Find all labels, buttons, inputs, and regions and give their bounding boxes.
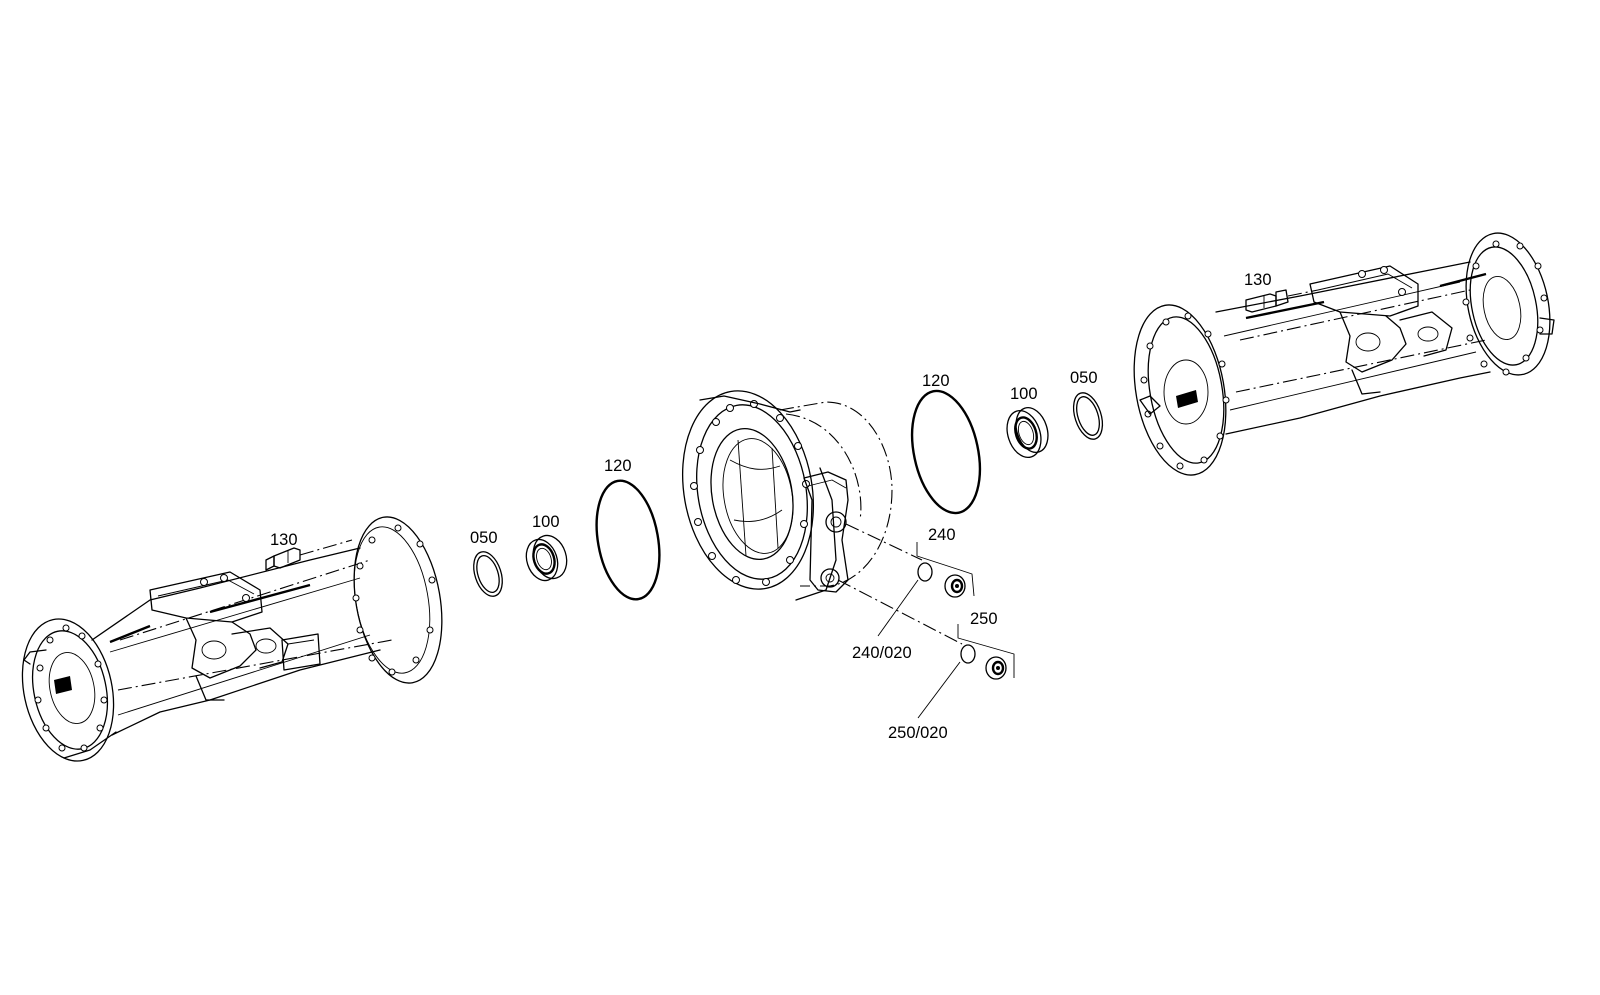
right-bolt[interactable] bbox=[1245, 289, 1319, 313]
left-snap-ring[interactable] bbox=[469, 548, 508, 600]
kit-250[interactable] bbox=[917, 624, 1015, 719]
differential-carrier-housing[interactable] bbox=[668, 380, 963, 645]
kit-240-plug bbox=[944, 574, 966, 598]
right-axle-housing[interactable] bbox=[1122, 225, 1562, 482]
kit-250-part-callout: 250/020 bbox=[888, 724, 948, 742]
left-bearing[interactable] bbox=[521, 531, 572, 584]
left-inner-flange-holes bbox=[352, 524, 436, 676]
left-snap-ring-callout: 050 bbox=[470, 529, 498, 547]
left-bolt[interactable] bbox=[265, 539, 353, 571]
right-bearing[interactable] bbox=[1001, 403, 1053, 461]
left-axle-housing[interactable] bbox=[10, 510, 454, 770]
kit-240-part-callout: 240/020 bbox=[852, 644, 912, 662]
kit-250-callout: 250 bbox=[970, 610, 998, 628]
kit-240[interactable] bbox=[877, 542, 975, 637]
left-bolt-callout: 130 bbox=[270, 531, 298, 549]
kit-250-plug bbox=[985, 656, 1007, 680]
left-o-ring-callout: 120 bbox=[604, 457, 632, 475]
left-bearing-callout: 100 bbox=[532, 513, 560, 531]
kit-240-callout: 240 bbox=[928, 526, 956, 544]
right-o-ring[interactable] bbox=[902, 385, 990, 520]
right-bolt-callout: 130 bbox=[1244, 271, 1272, 289]
right-o-ring-callout: 120 bbox=[922, 372, 950, 390]
right-flange-bolt-holes bbox=[1462, 240, 1548, 376]
right-bearing-callout: 100 bbox=[1010, 385, 1038, 403]
right-snap-ring-callout: 050 bbox=[1070, 369, 1098, 387]
carrier-flange-bolt-holes bbox=[690, 400, 810, 586]
right-snap-ring[interactable] bbox=[1068, 389, 1108, 443]
right-inner-flange-holes bbox=[1140, 312, 1230, 470]
left-o-ring[interactable] bbox=[588, 476, 668, 605]
left-flange-bolt-holes bbox=[34, 624, 108, 752]
